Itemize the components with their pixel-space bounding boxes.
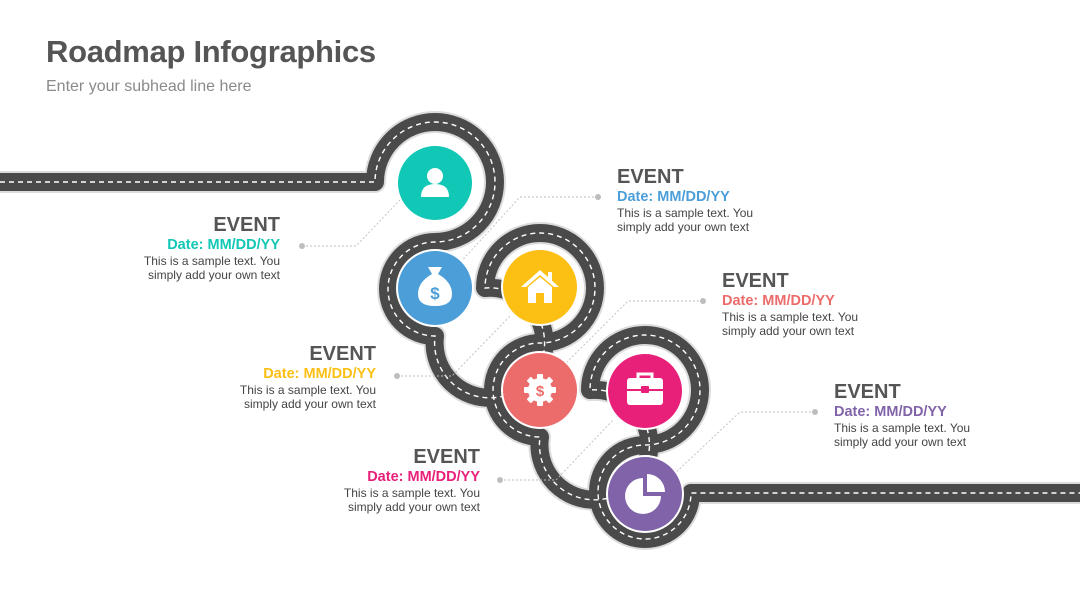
money-bag-icon: $ (418, 267, 452, 306)
road-lane-marking (0, 121, 1080, 540)
event-description-line: This is a sample text. You (722, 310, 859, 324)
svg-text:$: $ (536, 383, 545, 400)
page-subtitle: Enter your subhead line here (46, 78, 252, 95)
event-date: Date: MM/DD/YY (167, 237, 280, 253)
event-description-line: This is a sample text. You (143, 254, 280, 268)
connector-line-5 (500, 419, 614, 481)
gear-dollar-icon: $ (524, 374, 556, 406)
event-title: EVENT (617, 166, 684, 188)
event-block-1: EVENT Date: MM/DD/YY This is a sample te… (80, 214, 280, 281)
event-block-6: EVENT Date: MM/DD/YY This is a sample te… (834, 381, 1034, 448)
event-date: Date: MM/DD/YY (834, 404, 947, 420)
event-block-4: EVENT Date: MM/DD/YY This is a sample te… (722, 270, 922, 337)
milestone-6 (606, 455, 684, 533)
connector-lines (299, 194, 818, 483)
event-description-line: simply add your own text (243, 396, 376, 411)
connector-dot-4 (700, 298, 706, 304)
event-block-2: EVENT Date: MM/DD/YY This is a sample te… (617, 166, 817, 233)
pie-chart-icon (625, 474, 665, 514)
event-date: Date: MM/DD/YY (263, 366, 376, 382)
event-description-line: This is a sample text. You (239, 383, 376, 397)
road (0, 111, 1080, 550)
connector-line-4 (563, 300, 703, 366)
event-date: Date: MM/DD/YY (367, 469, 480, 485)
event-date: Date: MM/DD/YY (722, 293, 835, 309)
svg-text:$: $ (430, 284, 440, 303)
event-block-3: EVENT Date: MM/DD/YY This is a sample te… (176, 343, 376, 410)
connector-line-2 (457, 196, 598, 266)
event-description-line: simply add your own text (834, 434, 967, 449)
event-description-line: simply add your own text (617, 219, 750, 234)
milestone-4: $ (501, 351, 579, 429)
event-date: Date: MM/DD/YY (617, 189, 730, 205)
connector-line-6 (671, 411, 815, 477)
connector-dot-5 (497, 477, 503, 483)
connector-dot-6 (812, 409, 818, 415)
event-title: EVENT (722, 270, 789, 292)
milestone-1 (396, 144, 474, 222)
user-icon (421, 168, 449, 197)
connector-dot-2 (595, 194, 601, 200)
event-description-line: This is a sample text. You (343, 486, 480, 500)
event-description-line: simply add your own text (147, 267, 280, 282)
event-description-line: This is a sample text. You (617, 206, 754, 220)
home-icon (521, 270, 559, 303)
event-block-5: EVENT Date: MM/DD/YY This is a sample te… (280, 446, 480, 513)
briefcase-icon (627, 372, 663, 405)
milestone-6-circle (608, 457, 682, 531)
milestone-3 (501, 248, 579, 326)
event-title: EVENT (309, 343, 376, 365)
event-title: EVENT (834, 381, 901, 403)
page-title: Roadmap Infographics (46, 34, 376, 69)
event-description-line: This is a sample text. You (834, 421, 971, 435)
event-description-line: simply add your own text (722, 323, 855, 338)
event-title: EVENT (413, 446, 480, 468)
milestone-5 (606, 352, 684, 430)
milestone-2: $ (396, 249, 474, 327)
event-title: EVENT (213, 214, 280, 236)
connector-dot-1 (299, 243, 305, 249)
event-description-line: simply add your own text (347, 499, 480, 514)
connector-dot-3 (394, 373, 400, 379)
connector-line-1 (302, 199, 401, 247)
